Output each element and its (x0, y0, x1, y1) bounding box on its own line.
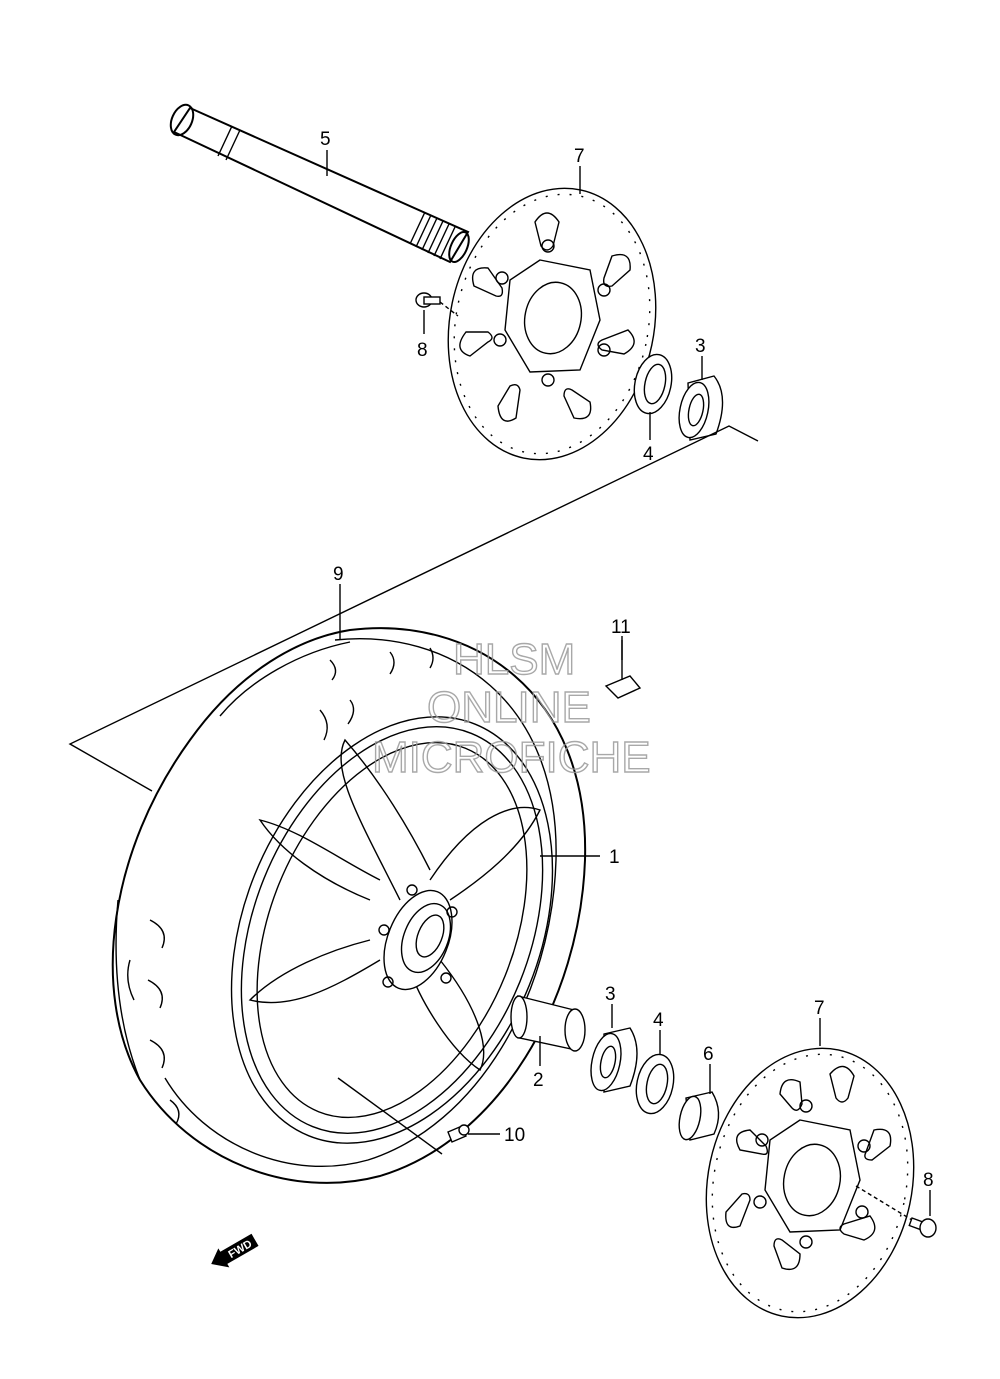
callout-4-lower: 4 (653, 1010, 664, 1031)
dust-seal-lower (635, 1053, 675, 1115)
callout-3-upper: 3 (695, 336, 706, 357)
callout-7-lower: 7 (814, 998, 825, 1019)
tire-valve (337, 1077, 470, 1155)
fwd-label: FWD (227, 1238, 255, 1261)
callout-4-upper: 4 (643, 444, 654, 465)
disc-bolt-lower (855, 1185, 937, 1238)
bearing-upper (678, 375, 724, 441)
callout-labels: 5 7 8 3 4 9 11 1 2 3 4 6 7 8 10 (320, 129, 934, 1191)
disc-bolt-upper (415, 292, 459, 317)
forward-direction-badge: FWD (211, 1233, 259, 1268)
watermark-line-1: HLSM (453, 635, 575, 684)
brake-disc-lower (705, 1047, 915, 1319)
arrow-left-icon (211, 1233, 259, 1268)
brake-disc-upper (447, 187, 657, 461)
front-wheel-assembly (111, 627, 587, 1184)
assembly-centerline (68, 425, 759, 792)
watermark: HLSM ONLINE MICROFICHE (371, 634, 651, 782)
callout-9: 9 (333, 564, 344, 585)
callout-1: 1 (609, 847, 620, 868)
callout-8-upper: 8 (417, 340, 428, 361)
callout-7-upper: 7 (574, 146, 585, 167)
watermark-line-3: MICROFICHE (372, 733, 651, 782)
leader-lines (326, 150, 931, 1216)
dust-seal-upper (633, 353, 673, 415)
callout-11: 11 (611, 617, 631, 638)
front-axle (169, 103, 470, 264)
bearing-lower (590, 1027, 638, 1093)
collar (678, 1091, 720, 1141)
watermark-line-2: ONLINE (427, 683, 591, 732)
callout-10: 10 (504, 1125, 525, 1146)
callout-5: 5 (320, 129, 331, 150)
balance-weight (604, 640, 642, 699)
callout-6: 6 (703, 1044, 714, 1065)
callout-8-lower: 8 (923, 1170, 934, 1191)
callout-3-lower: 3 (605, 984, 616, 1005)
axle-spacer (510, 995, 586, 1052)
callout-2: 2 (533, 1070, 544, 1091)
